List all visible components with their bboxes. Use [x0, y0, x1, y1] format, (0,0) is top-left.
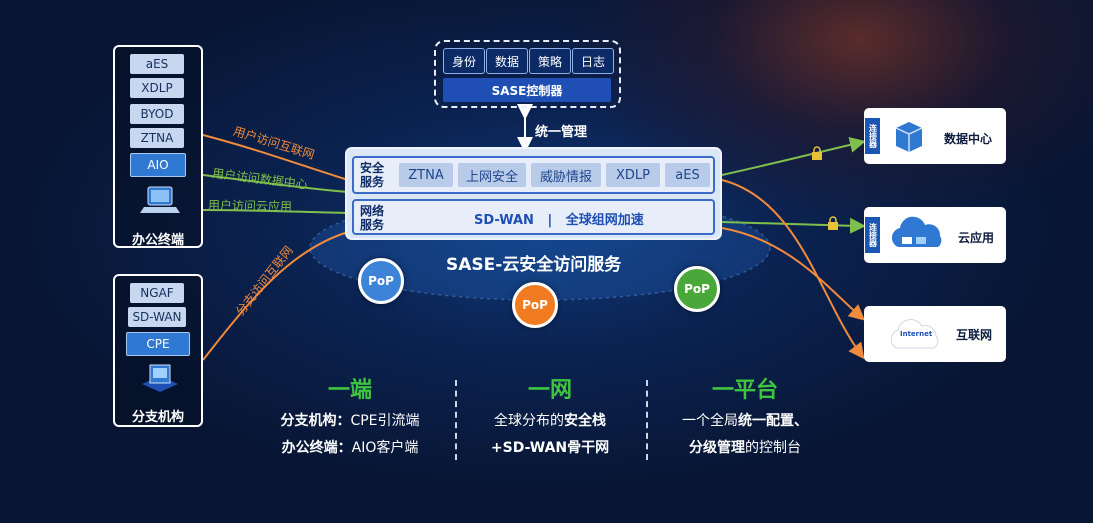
branch-label: 分支机构 — [131, 410, 184, 425]
network-service-label: 网络服务 — [360, 204, 385, 232]
connector-label: 连接器 — [865, 217, 880, 253]
internet-card: Internet 互联网 — [864, 306, 1006, 362]
security-service-label: 安全服务 — [360, 161, 385, 189]
sase-title: SASE-云安全访问服务 — [446, 255, 622, 275]
network-service-row: 网络服务 SD-WAN | 全球组网加速 — [352, 199, 715, 235]
network-service-text: SD-WAN | 全球组网加速 — [474, 213, 644, 228]
label-cloudapp: 用户访问云应用 — [207, 198, 293, 214]
branch-device-icon — [142, 364, 178, 392]
line-to-internet-1 — [721, 179, 865, 360]
sase-service-box: 安全服务 ZTNA 上网安全 威胁情报 XDLP aES 网络服务 SD-WAN… — [345, 147, 722, 240]
svc-threat-intel: 威胁情报 — [531, 163, 601, 187]
svc-web-security: 上网安全 — [458, 163, 526, 187]
svc-xdlp: XDLP — [606, 163, 660, 187]
tab-data[interactable]: 数据 — [486, 48, 528, 74]
server-icon — [895, 122, 923, 152]
cloudapp-label: 云应用 — [958, 231, 995, 245]
security-service-row: 安全服务 ZTNA 上网安全 威胁情报 XDLP aES — [352, 156, 715, 194]
pop-node-middle: PoP — [512, 282, 558, 328]
lock-icon — [828, 216, 838, 230]
internet-icon-text: Internet — [900, 330, 933, 338]
chip-ztna: ZTNA — [130, 128, 184, 148]
chip-cpe: CPE — [126, 332, 190, 356]
heading-one-end: 一端 — [327, 378, 372, 403]
tab-identity[interactable]: 身份 — [443, 48, 485, 74]
pop-node-right: PoP — [674, 266, 720, 312]
internet-cloud-icon — [890, 319, 939, 349]
desc-one-network: 全球分布的安全栈 +SD-WAN骨干网 — [490, 413, 610, 456]
controller-title: SASE控制器 — [443, 78, 611, 102]
laptop-icon — [140, 186, 180, 213]
line-to-internet-2 — [721, 227, 866, 321]
desc-one-platform: 一个全局统一配置、 分级管理的控制台 — [682, 413, 808, 456]
datacenter-label: 数据中心 — [944, 132, 993, 146]
line-branch-internet — [202, 231, 349, 361]
tab-policy[interactable]: 策略 — [529, 48, 571, 74]
svc-aes: aES — [665, 163, 710, 187]
office-terminal-card: aES XDLP BYOD ZTNA AIO 办公终端 — [113, 45, 203, 248]
connector-label: 连接器 — [865, 118, 880, 154]
pop-node-left: PoP — [358, 258, 404, 304]
lock-icon — [812, 146, 822, 160]
line-to-datacenter — [721, 136, 866, 176]
divider — [646, 380, 648, 460]
chip-byod: BYOD — [130, 104, 184, 124]
line-office-internet — [202, 134, 349, 181]
chip-aio: AIO — [130, 153, 186, 177]
office-terminal-label: 办公终端 — [131, 233, 184, 248]
branch-card: NGAF SD-WAN CPE 分支机构 — [113, 274, 203, 427]
chip-xdlp: XDLP — [130, 78, 184, 98]
svc-ztna: ZTNA — [399, 163, 453, 187]
cloudapp-card: 连接器 云应用 — [864, 207, 1006, 263]
chip-ngaf: NGAF — [130, 283, 184, 303]
divider — [455, 380, 457, 460]
datacenter-card: 连接器 数据中心 — [864, 108, 1006, 164]
chip-aes: aES — [130, 54, 184, 74]
unified-management-label: 统一管理 — [535, 125, 588, 140]
heading-one-platform: 一平台 — [711, 378, 778, 403]
internet-label: 互联网 — [956, 328, 993, 342]
sase-controller: 身份 数据 策略 日志 SASE控制器 — [434, 40, 621, 108]
desc-one-end: 分支机构：CPE引流端 办公终端：AIO客户端 — [280, 413, 420, 456]
line-office-cloudapp — [202, 209, 349, 214]
line-to-cloudapp — [721, 217, 866, 234]
line-office-datacenter — [202, 174, 349, 193]
heading-one-network: 一网 — [527, 378, 572, 403]
cloud-icon — [891, 216, 942, 247]
tab-log[interactable]: 日志 — [572, 48, 614, 74]
chip-sdwan: SD-WAN — [128, 307, 186, 327]
